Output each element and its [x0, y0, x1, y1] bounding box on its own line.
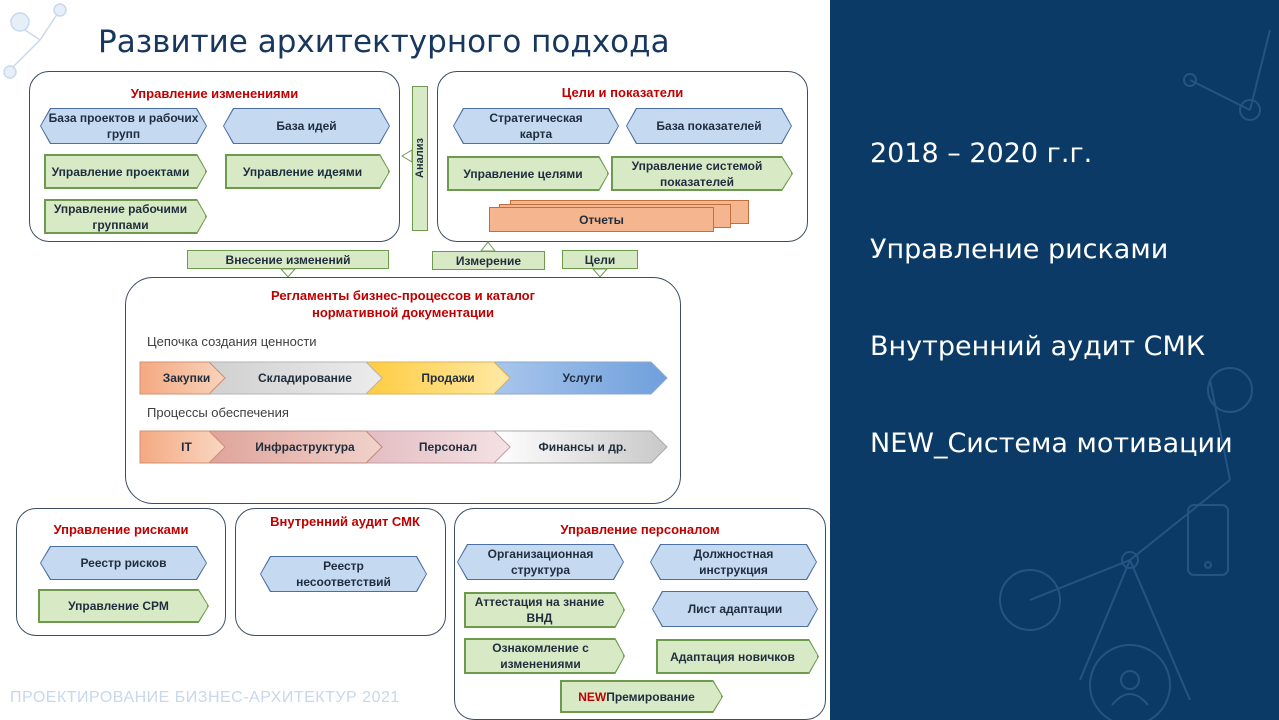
project-management-item[interactable]: Управление проектами [45, 155, 206, 188]
idea-management-item[interactable]: Управление идеями [226, 155, 389, 188]
footer-text: ПРОЕКТИРОВАНИЕ БИЗНЕС-АРХИТЕКТУР 2021 [10, 689, 400, 706]
value-chain-chevrons [139, 361, 668, 395]
network-decoration-icon [3, 3, 67, 79]
ideas-db-item[interactable]: База идей [224, 109, 389, 143]
nonconformity-register-item[interactable]: Реестр несоответствий [261, 557, 426, 591]
goals-connector[interactable]: Цели [562, 250, 638, 269]
org-structure-item[interactable]: Организационная структура [458, 545, 623, 579]
crm-management-item[interactable]: Управление СРМ [39, 590, 208, 622]
network-background-icon [999, 29, 1271, 720]
chain-sales[interactable]: Продажи [421, 371, 475, 385]
goal-management-item[interactable]: Управление целями [448, 157, 608, 190]
regulations-title: Регламенты бизнес-процессов и каталог но… [270, 288, 536, 320]
bonus-label: Премирование [606, 689, 695, 704]
diagram-area: Развитие архитектурного подхода Управлен… [3, 3, 826, 720]
risk-register-item[interactable]: Реестр рисков [41, 547, 206, 579]
support-it[interactable]: IT [181, 440, 192, 454]
strategy-map-item[interactable]: Стратегическая карта [454, 109, 618, 143]
risk-management-title: Управление рисками [53, 522, 189, 537]
projects-db-item[interactable]: База проектов и рабочих групп [41, 109, 206, 143]
risk-management-label: Управление рисками [870, 234, 1169, 265]
chain-warehousing[interactable]: Складирование [258, 371, 352, 385]
chain-purchases[interactable]: Закупки [162, 371, 211, 385]
support-processes-label: Процессы обеспечения [147, 405, 289, 420]
support-infrastructure[interactable]: Инфраструктура [255, 440, 355, 454]
arrow-left-icon [401, 149, 413, 163]
workgroup-management-item[interactable]: Управление рабочими группами [45, 200, 206, 233]
reports-item[interactable]: Отчеты [489, 207, 714, 232]
motivation-system-label: NEW_Система мотивации [870, 428, 1233, 459]
support-finance[interactable]: Финансы и др. [538, 440, 627, 454]
chain-chevron-1 [139, 361, 226, 395]
support-chevron-1 [139, 430, 226, 464]
measure-connector[interactable]: Измерение [432, 251, 545, 270]
arrow-down-icon [280, 268, 296, 278]
value-chain-label: Цепочка создания ценности [147, 334, 317, 349]
arrow-down-icon [592, 268, 608, 278]
new-badge: NEW [578, 689, 607, 704]
kpi-system-item[interactable]: Управление системой показателей [612, 157, 792, 190]
internal-audit-title: Внутренний аудит СМК [270, 514, 420, 529]
analysis-label: Анализ [414, 138, 426, 178]
kpi-db-item[interactable]: База показателей [627, 109, 791, 143]
support-chevrons [139, 430, 668, 464]
chain-services[interactable]: Услуги [562, 371, 603, 385]
newcomer-adaptation-item[interactable]: Адаптация новичков [657, 640, 818, 673]
adaptation-sheet-item[interactable]: Лист адаптации [653, 592, 817, 626]
period-label: 2018 – 2020 г.г. [870, 138, 1093, 169]
change-acknowledgement-item[interactable]: Ознакомление с изменениями [465, 639, 624, 673]
job-description-item[interactable]: Должностная инструкция [651, 545, 816, 579]
right-panel: 2018 – 2020 г.г. Управление рисками Внут… [830, 0, 1279, 720]
support-personnel[interactable]: Персонал [418, 440, 478, 454]
internal-audit-label: Внутренний аудит СМК [870, 331, 1205, 362]
change-management-title: Управление изменениями [130, 86, 299, 101]
goals-title: Цели и показатели [561, 85, 684, 100]
attestation-item[interactable]: Аттестация на знание ВНД [465, 593, 624, 627]
page-title: Развитие архитектурного подхода [98, 24, 670, 60]
personnel-title: Управление персоналом [560, 522, 720, 537]
changes-connector[interactable]: Внесение изменений [187, 250, 389, 269]
